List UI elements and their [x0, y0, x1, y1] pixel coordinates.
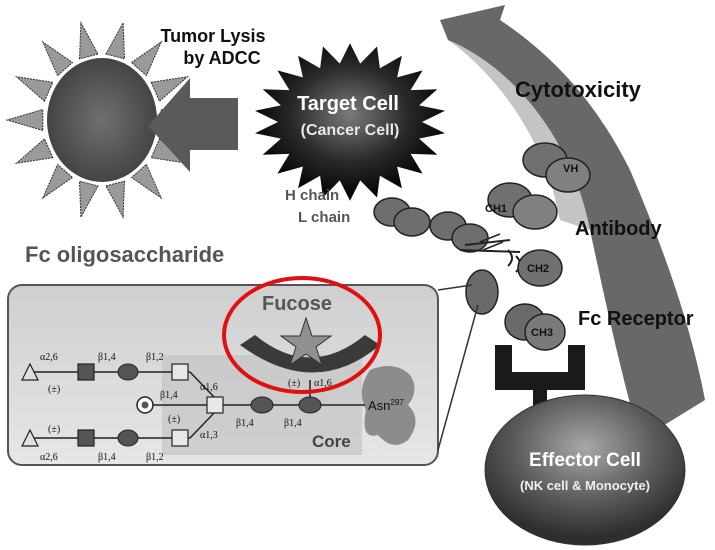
mannose-icon	[206, 396, 224, 414]
fucose-icon	[240, 316, 380, 373]
target-cell-icon	[255, 43, 445, 201]
core-glcnac-icon	[298, 396, 322, 414]
tumor-lysis-label-1: Tumor Lysis	[160, 26, 265, 46]
tumor-spike	[150, 75, 190, 103]
pm-3: (±)	[168, 414, 180, 425]
mannose-icon	[171, 363, 189, 381]
linkage-b12-tl: β1,2	[146, 352, 164, 363]
linkage-a26-top: α2,6	[40, 352, 58, 363]
ch3-label: CH3	[531, 327, 553, 339]
fucose-label: Fucose	[262, 293, 332, 315]
linkage-a26-bot: α2,6	[40, 452, 58, 463]
fc-oligosaccharide-label: Fc oligosaccharide	[25, 242, 224, 267]
ch2-label: CH2	[527, 263, 549, 275]
effector-cell-icon	[484, 394, 686, 546]
target-cell-label: Target Cell	[297, 93, 399, 115]
asn-protein-icon	[361, 366, 416, 445]
pm-2: (±)	[48, 424, 60, 435]
tumor-spike	[105, 20, 126, 60]
tumor-spike	[78, 20, 99, 60]
fc-receptor-label: Fc Receptor	[578, 308, 694, 330]
sialic-acid-icon	[21, 362, 39, 381]
core-glcnac-icon	[250, 396, 274, 414]
mannose-icon	[171, 429, 189, 447]
linkage-b14-m2: β1,4	[284, 418, 302, 429]
h-chain-label: H chain	[285, 187, 339, 204]
lysis-arrow-icon	[148, 78, 238, 172]
antibody-hinge	[479, 233, 521, 273]
antibody-fab-left	[373, 197, 521, 253]
linkage-b14-bis: β1,4	[160, 390, 178, 401]
glcnac-icon	[117, 363, 139, 381]
core-label: Core	[312, 432, 351, 451]
fucose-highlight-ring	[222, 276, 382, 394]
antibody-label: Antibody	[575, 218, 663, 240]
tumor-spike	[105, 180, 126, 220]
tumor-cell-icon	[5, 20, 199, 220]
antibody-fab-right: VH CH1	[485, 142, 591, 230]
vh-label: VH	[563, 163, 578, 175]
tumor-spike	[78, 180, 99, 220]
tumor-spike	[5, 108, 44, 132]
linkage-b12-bl: β1,2	[146, 452, 164, 463]
tumor-spike	[41, 40, 74, 77]
tumor-spike	[14, 137, 54, 165]
effector-cell-sublabel: (NK cell & Monocyte)	[520, 478, 650, 493]
effector-cell-label: Effector Cell	[529, 450, 641, 471]
tumor-lysis-label-2: by ADCC	[183, 48, 260, 68]
linkage-b14-bl: β1,4	[98, 452, 116, 463]
antibody-fc: CH2 CH3	[465, 249, 566, 351]
galactose-icon	[77, 363, 95, 381]
tumor-spike	[130, 163, 163, 200]
ch1-label: CH1	[485, 203, 507, 215]
tumor-spike	[41, 163, 74, 200]
cytotoxicity-label: Cytotoxicity	[515, 77, 642, 102]
linkage-a13: α1,3	[200, 430, 218, 441]
linkage-a16-fucose: α1,6	[314, 378, 332, 389]
glycan-structure: α2,6 β1,4 β1,2 (±) (±) α2,6 β1,4 β1,2 β1…	[21, 352, 365, 463]
sialic-acid-icon	[21, 428, 39, 447]
galactose-icon	[77, 429, 95, 447]
l-chain-label: L chain	[298, 209, 350, 226]
tumor-spike	[130, 40, 163, 77]
linkage-a16: α1,6	[200, 382, 218, 393]
tumor-spike	[14, 75, 54, 103]
linkage-b14-m1: β1,4	[236, 418, 254, 429]
pm-fucose: (±)	[288, 378, 300, 389]
asn-label: Asn297	[368, 398, 404, 413]
pm-1: (±)	[48, 384, 60, 395]
target-cell-sublabel: (Cancer Cell)	[301, 122, 400, 139]
glcnac-icon	[117, 429, 139, 447]
linkage-b14-tl: β1,4	[98, 352, 116, 363]
